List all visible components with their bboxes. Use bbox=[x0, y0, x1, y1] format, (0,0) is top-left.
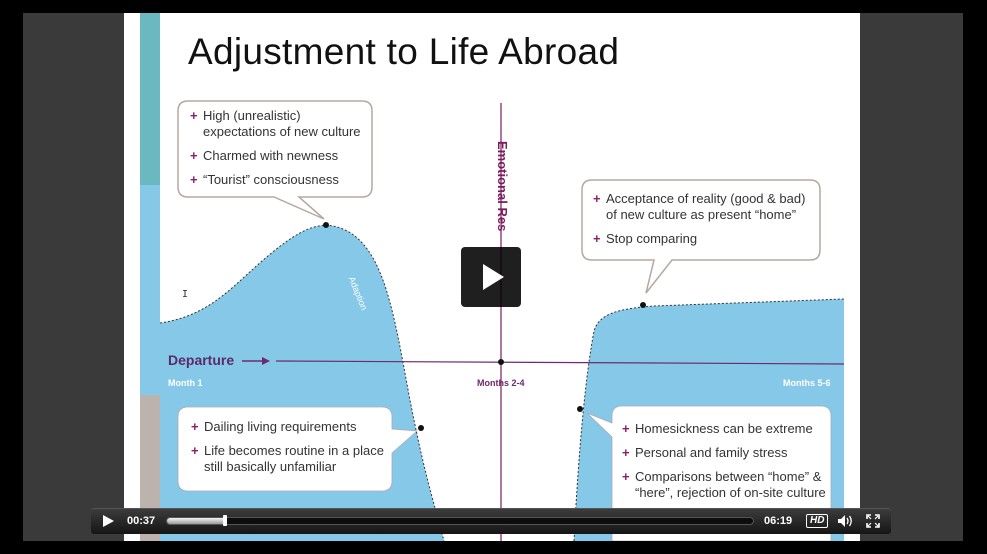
plus-icon: + bbox=[622, 469, 630, 484]
slide-band-grey bbox=[140, 395, 160, 541]
plus-icon: + bbox=[593, 231, 601, 246]
callout-bubble-acceptance bbox=[581, 179, 821, 294]
marker-decline bbox=[418, 425, 424, 431]
departure-line bbox=[275, 360, 845, 365]
vertical-axis-label: Emotional Res bbox=[495, 141, 510, 232]
big-play-button[interactable] bbox=[461, 247, 521, 307]
marker-peak bbox=[323, 222, 329, 228]
slide-band-blue bbox=[140, 185, 160, 395]
callout-item: +Homesickness can be extreme bbox=[622, 421, 813, 436]
plus-icon: + bbox=[191, 419, 199, 434]
plus-icon: + bbox=[622, 421, 630, 436]
play-icon bbox=[483, 264, 504, 290]
letterbox-left bbox=[23, 13, 124, 541]
callout-shock: +Homesickness can be extreme +Personal a… bbox=[622, 421, 832, 501]
callout-item: +Life becomes routine in a place still b… bbox=[191, 443, 384, 474]
callout-item: +Acceptance of reality (good & bad) of n… bbox=[593, 191, 806, 222]
month-label-3: Months 5-6 bbox=[783, 378, 831, 388]
marker-plateau bbox=[640, 302, 646, 308]
seek-bar-progress bbox=[167, 518, 226, 524]
callout-item: +Comparisons between “home” & “here”, re… bbox=[622, 469, 826, 500]
departure-arrowhead bbox=[262, 357, 270, 365]
seek-bar[interactable] bbox=[166, 517, 754, 525]
callout-bubble-shock bbox=[586, 405, 832, 541]
fullscreen-icon bbox=[866, 514, 880, 528]
fullscreen-button[interactable] bbox=[866, 514, 880, 533]
callout-acceptance: +Acceptance of reality (good & bad) of n… bbox=[593, 191, 818, 247]
adjustment-curve-outline bbox=[159, 224, 445, 541]
callout-bubble-routine bbox=[177, 406, 418, 492]
adjustment-curve-chart bbox=[159, 100, 845, 541]
volume-button[interactable] bbox=[837, 514, 855, 533]
seek-handle[interactable] bbox=[222, 515, 227, 526]
plus-icon: + bbox=[191, 443, 199, 458]
slide-title: Adjustment to Life Abroad bbox=[188, 31, 620, 72]
departure-label: Departure bbox=[168, 352, 235, 368]
play-icon bbox=[103, 515, 114, 527]
callout-item: +Dailing living requirements bbox=[191, 419, 357, 434]
plus-icon: + bbox=[190, 148, 198, 163]
duration: 06:19 bbox=[764, 515, 793, 527]
callout-item: +Charmed with newness bbox=[190, 148, 339, 163]
callout-honeymoon: +High (unrealistic) expectations of new … bbox=[190, 108, 368, 188]
player-controls: 00:37 06:19 HD bbox=[91, 508, 891, 534]
callout-item: +“Tourist” consciousness bbox=[190, 172, 339, 187]
plus-icon: + bbox=[190, 172, 198, 187]
plus-icon: + bbox=[593, 191, 601, 206]
plus-icon: + bbox=[190, 108, 198, 123]
adjustment-curve-outline-right bbox=[573, 298, 845, 541]
marker-recovery bbox=[577, 406, 583, 412]
marker-center bbox=[498, 359, 504, 365]
callout-item: +High (unrealistic) expectations of new … bbox=[190, 108, 361, 139]
volume-icon bbox=[838, 515, 852, 527]
callout-item: +Personal and family stress bbox=[622, 445, 788, 460]
text-cursor-icon: I bbox=[182, 289, 189, 300]
month-label-2: Months 2-4 bbox=[477, 378, 525, 388]
callout-bubble-honeymoon bbox=[177, 100, 373, 220]
slide-band-teal bbox=[140, 13, 160, 185]
letterbox-right bbox=[860, 13, 963, 541]
month-label-1: Month 1 bbox=[168, 378, 203, 388]
plus-icon: + bbox=[622, 445, 630, 460]
slide: Adjustment to Life Abroad bbox=[124, 13, 860, 541]
play-button[interactable] bbox=[101, 514, 115, 533]
callout-routine: +Dailing living requirements +Life becom… bbox=[191, 419, 389, 475]
callout-item: +Stop comparing bbox=[593, 231, 698, 246]
hd-toggle-button[interactable]: HD bbox=[806, 514, 829, 528]
current-time: 00:37 bbox=[127, 515, 156, 527]
